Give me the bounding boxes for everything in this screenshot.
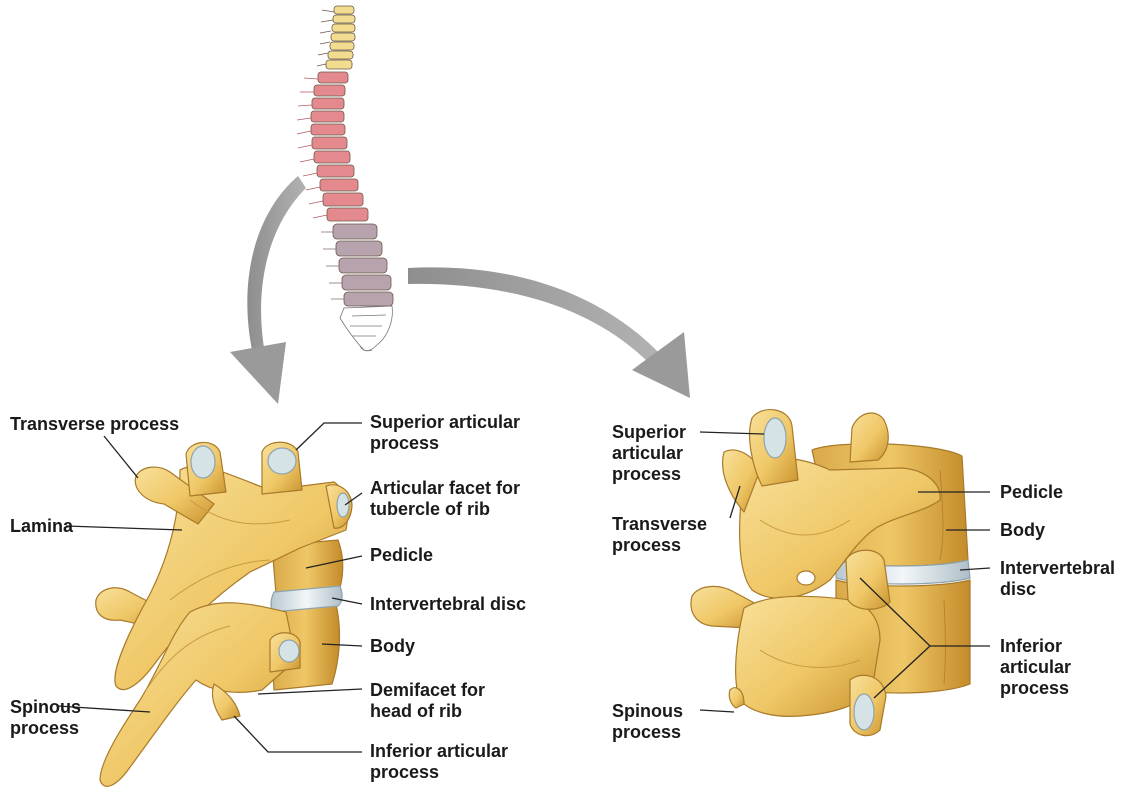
spine-column-illustration [297, 6, 393, 351]
label-transverse-process-right: Transverse process [612, 514, 707, 556]
thoracic-vertebrae-illustration [96, 442, 352, 786]
label-intervertebral-disc-left: Intervertebral disc [370, 594, 526, 615]
label-superior-articular-process-right: Superior articular process [612, 422, 686, 485]
label-inferior-articular-process-right: Inferior articular process [1000, 636, 1071, 699]
label-articular-facet-tubercle-left: Articular facet for tubercle of rib [370, 478, 520, 520]
leader-transverse-process-left [104, 436, 138, 478]
lumbar-region [321, 224, 393, 306]
sacrum-region [340, 306, 392, 351]
label-spinous-process-right: Spinous process [612, 701, 683, 743]
thoracic-region [297, 72, 368, 221]
label-intervertebral-disc-right: Intervertebral disc [1000, 558, 1115, 600]
label-body-left: Body [370, 636, 415, 657]
arrow-to-thoracic-view [230, 176, 306, 404]
label-pedicle-left: Pedicle [370, 545, 433, 566]
cervical-region [317, 6, 355, 69]
arrow-to-lumbar-view [408, 267, 690, 398]
leader-superior-articular-left [296, 423, 362, 450]
leader-inferior-articular-left [234, 716, 362, 752]
label-body-right: Body [1000, 520, 1045, 541]
label-superior-articular-process-left: Superior articular process [370, 412, 520, 454]
label-transverse-process-left: Transverse process [10, 414, 179, 435]
label-demifacet-left: Demifacet for head of rib [370, 680, 485, 722]
label-pedicle-right: Pedicle [1000, 482, 1063, 503]
leader-spinous-process-right [700, 710, 734, 712]
lumbar-vertebrae-illustration [691, 410, 970, 736]
label-lamina-left: Lamina [10, 516, 73, 537]
label-inferior-articular-process-left: Inferior articular process [370, 741, 508, 783]
label-spinous-process-left: Spinous process [10, 697, 81, 739]
leader-lamina-left [66, 526, 182, 530]
